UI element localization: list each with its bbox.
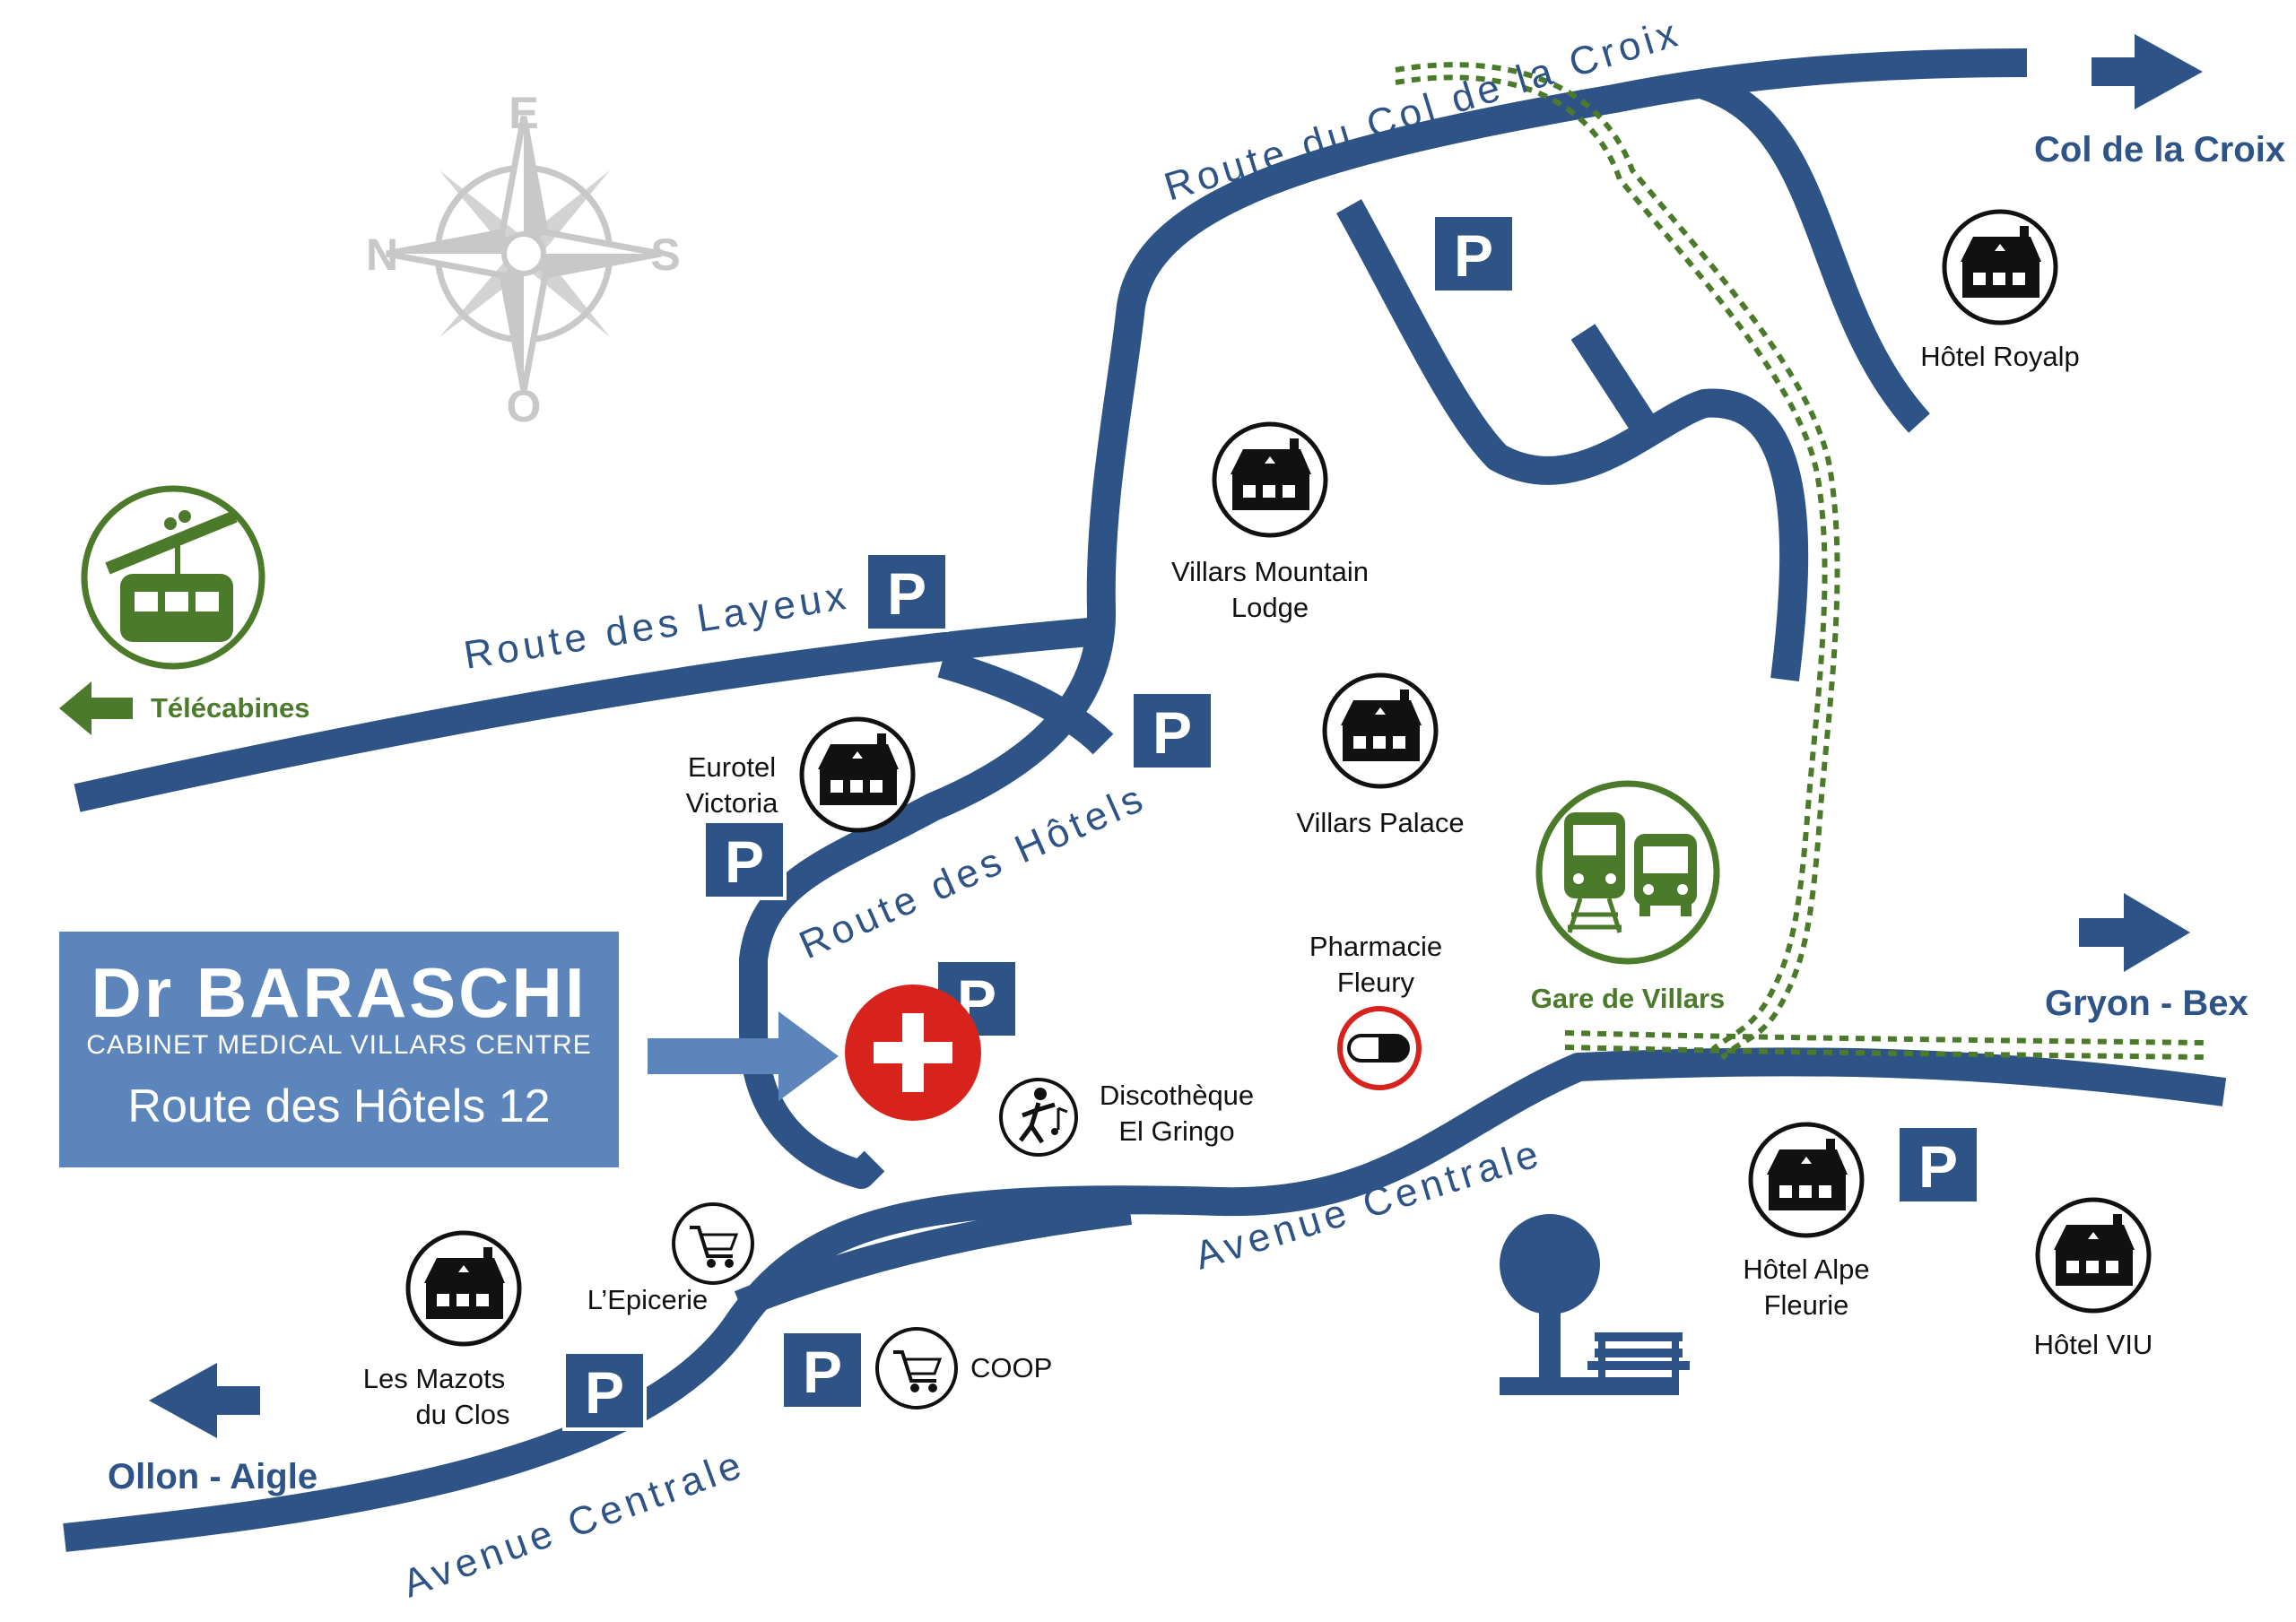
gryon-bex-label: Gryon - Bex	[2045, 984, 2248, 1023]
destination-ollon-aigle: Ollon - Aigle	[108, 1363, 317, 1496]
gare-label: Gare de Villars	[1531, 983, 1726, 1014]
medical-cross-icon	[845, 984, 981, 1121]
discotheque-el-gringo: Discothèque El Gringo	[999, 1078, 1254, 1157]
compass-rose-icon: E N S O	[366, 88, 681, 431]
pharmacy-icon	[1337, 1006, 1422, 1090]
road-col-spur	[1570, 324, 1654, 429]
mazots-label-2: du Clos	[415, 1399, 509, 1430]
bench-icon	[1587, 1332, 1690, 1379]
doctor-name: Dr BARASCHI	[91, 953, 587, 1032]
svg-text:P: P	[585, 1359, 624, 1426]
col-de-la-croix-label: Col de la Croix	[2034, 130, 2285, 169]
disco-label-2: El Gringo	[1118, 1115, 1234, 1147]
arrow-left-icon	[59, 681, 133, 735]
eurotel-label-1: Eurotel	[688, 751, 776, 783]
park	[1500, 1214, 1690, 1395]
parking-sign: P	[780, 1330, 865, 1410]
compass-east-label: E	[509, 88, 538, 138]
hotel-icon	[1751, 1124, 1862, 1236]
destination-gryon-bex: Gryon - Bex	[2045, 893, 2248, 1023]
mountain-lodge-label-2: Lodge	[1231, 592, 1309, 623]
bus-icon	[1634, 834, 1697, 916]
doctor-location-marker	[648, 984, 981, 1121]
parking-sign: P	[865, 551, 949, 632]
telecabines-marker: Télécabines	[59, 485, 309, 735]
cable-car-icon	[105, 510, 238, 642]
coop-label: COOP	[970, 1352, 1052, 1383]
disco-icon	[999, 1078, 1078, 1157]
eurotel-label-2: Victoria	[686, 787, 779, 819]
hotel-icon	[1944, 212, 2056, 323]
hotel-icon	[408, 1233, 519, 1344]
alpe-fleurie-label-2: Fleurie	[1764, 1289, 1849, 1321]
road-hotels	[739, 48, 2028, 1189]
road-col-loop	[1336, 199, 1809, 682]
hiking-trail	[1395, 62, 2209, 1061]
hotel-icon	[2038, 1200, 2149, 1311]
hotel-royalp-label: Hôtel Royalp	[1920, 341, 2079, 372]
hotel-viu-label: Hôtel VIU	[2034, 1329, 2153, 1360]
svg-text:P: P	[1454, 222, 1493, 289]
hotel-eurotel-victoria: Eurotel Victoria	[686, 719, 913, 830]
ollon-aigle-label: Ollon - Aigle	[108, 1457, 317, 1496]
hotel-villars-palace: Villars Palace	[1296, 675, 1465, 838]
parking-sign: P	[562, 1350, 647, 1431]
parking-sign: P	[1130, 690, 1214, 771]
shopping-cart-icon	[875, 1327, 958, 1409]
svg-text:P: P	[1918, 1133, 1958, 1200]
disco-label-1: Discothèque	[1100, 1080, 1254, 1111]
arrow-right-icon	[2079, 893, 2190, 972]
compass-south-label: S	[650, 230, 680, 280]
villars-palace-label: Villars Palace	[1296, 807, 1464, 838]
alpe-fleurie-label-1: Hôtel Alpe	[1743, 1253, 1869, 1285]
parking-sign: P	[702, 820, 787, 900]
train-icon	[1564, 812, 1625, 933]
compass-north-label: N	[366, 230, 398, 280]
hotel-icon	[1214, 424, 1326, 535]
mountain-lodge-label-1: Villars Mountain	[1171, 556, 1369, 587]
pharmacie-label-2: Fleury	[1337, 967, 1415, 998]
parking-sign: P	[1431, 213, 1516, 294]
hotel-viu: Hôtel VIU	[2034, 1200, 2153, 1360]
road-network	[63, 48, 2227, 1552]
road-layeux-link	[937, 649, 1114, 755]
hotel-villars-mountain-lodge: Villars Mountain Lodge	[1171, 424, 1369, 623]
cabinet-subtitle: CABINET MEDICAL VILLARS CENTRE	[86, 1030, 592, 1060]
hotel-icon	[802, 719, 913, 830]
road-avenue-centrale	[63, 1047, 2227, 1552]
hotel-icon	[1325, 675, 1436, 786]
pharmacie-label-1: Pharmacie	[1309, 931, 1442, 962]
gare-de-villars: Gare de Villars	[1531, 780, 1726, 1014]
telecabines-label: Télécabines	[151, 692, 309, 724]
hotel-royalp: Hôtel Royalp	[1920, 212, 2080, 372]
tree-icon	[1500, 1214, 1679, 1395]
doctor-address: Route des Hôtels 12	[127, 1080, 551, 1132]
hotel-alpe-fleurie: Hôtel Alpe Fleurie	[1743, 1124, 1870, 1321]
mazots-label-1: Les Mazots	[363, 1363, 506, 1394]
road-avenue-centrale-branch	[734, 1196, 1132, 1318]
svg-text:P: P	[1152, 699, 1192, 766]
shop-l-epicerie: L’Epicerie	[587, 1202, 754, 1315]
shopping-cart-icon	[672, 1202, 754, 1285]
hotel-les-mazots-du-clos: Les Mazots du Clos	[363, 1233, 519, 1430]
svg-text:P: P	[725, 828, 764, 895]
parking-sign: P	[1896, 1124, 1980, 1205]
destination-col-de-la-croix: Col de la Croix	[2034, 34, 2285, 169]
location-pointer-arrow	[648, 1011, 839, 1101]
road-royalp	[1699, 71, 1930, 433]
road-layeux	[74, 617, 1101, 812]
doctor-info-banner: Dr BARASCHI CABINET MEDICAL VILLARS CENT…	[59, 932, 619, 1167]
compass-west-label: O	[507, 381, 542, 431]
arrow-left-icon	[149, 1363, 260, 1438]
epicerie-label: L’Epicerie	[587, 1284, 708, 1315]
arrow-right-icon	[2092, 34, 2203, 109]
svg-text:P: P	[887, 560, 926, 627]
shop-coop: COOP	[875, 1327, 1052, 1409]
svg-text:P: P	[803, 1339, 842, 1405]
pharmacie-fleury: Pharmacie Fleury	[1309, 931, 1442, 1090]
